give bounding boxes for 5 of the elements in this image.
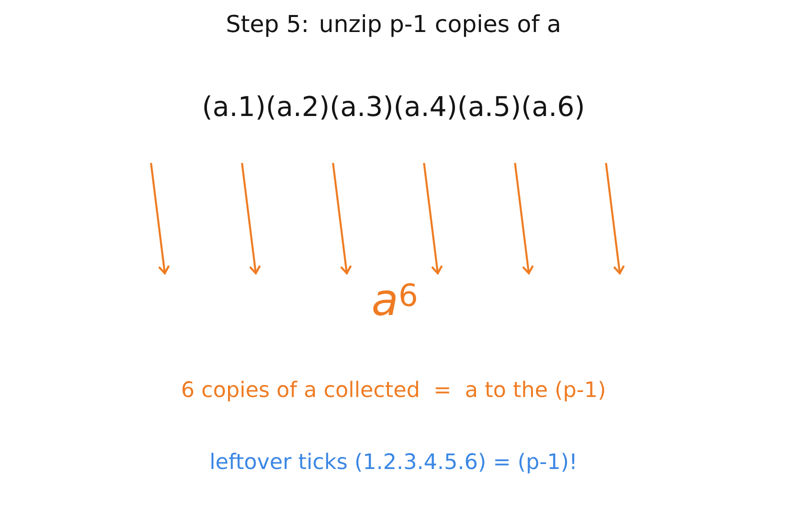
title: Step 5: unzip p-1 copies of a (227, 14, 560, 37)
note-text: leftover ticks (1.2.3.4.5.6) = (p-1)! (212, 452, 574, 474)
expression: (a.1)(a.2)(a.3)(a.4)(a.5)(a.6) (204, 95, 583, 120)
power-expression: a$^{6}$ (373, 283, 416, 316)
note-text: 6 copies of a collected = a to the (p-1) (182, 380, 604, 402)
